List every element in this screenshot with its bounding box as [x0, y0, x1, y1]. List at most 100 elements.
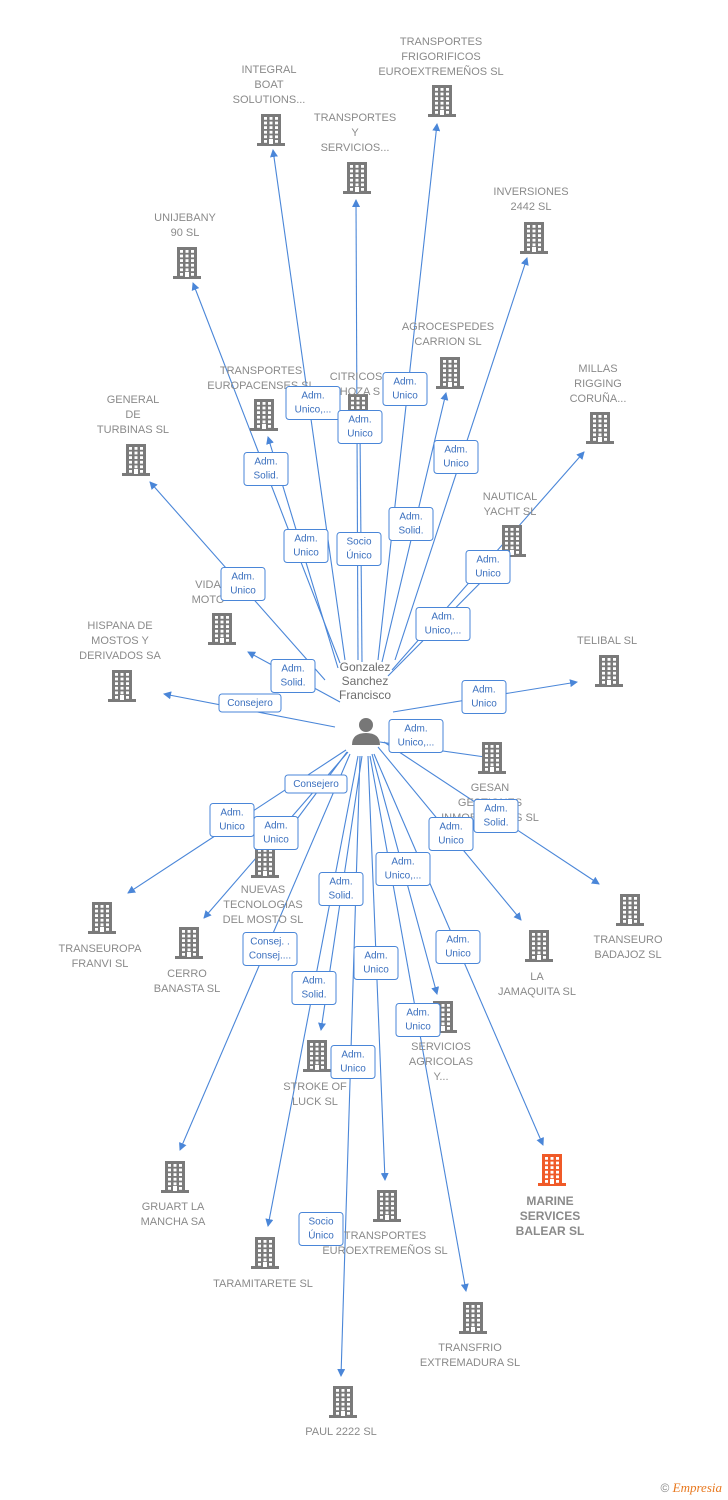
relation-label: Adm. [254, 457, 277, 468]
building-icon-cerro[interactable] [175, 927, 203, 959]
relation-badge[interactable]: Adm.Unico,... [285, 386, 341, 420]
relation-badge[interactable]: Adm.Unico,... [375, 852, 431, 886]
building-icon-transeuro[interactable] [616, 894, 644, 926]
relation-label: Unico,... [425, 626, 462, 637]
relation-label: Adm. [472, 685, 495, 696]
relation-badge[interactable]: Adm.Unico [465, 550, 511, 584]
building-icon-nautical[interactable] [498, 525, 526, 557]
building-icon-integral[interactable] [257, 114, 285, 146]
building-icon-paul[interactable] [329, 1386, 357, 1418]
company-label-telibal[interactable]: TELIBAL SL [577, 635, 637, 647]
building-icon-general[interactable] [122, 444, 150, 476]
building-icon-gesan[interactable] [478, 742, 506, 774]
relation-label: Adm. [484, 804, 507, 815]
relation-label: Unico [219, 822, 245, 833]
building-icon-jamaquita[interactable] [525, 930, 553, 962]
building-icon-taramitarete[interactable] [251, 1237, 279, 1269]
relation-badge[interactable]: Adm. Unico [209, 803, 255, 837]
relation-label: Adm. [348, 415, 371, 426]
relation-label: Unico [471, 699, 497, 710]
relation-badge[interactable]: Adm.Unico,... [388, 719, 444, 753]
building-icon-tfrigo[interactable] [428, 85, 456, 117]
relation-badge[interactable]: Adm.Solid. [291, 971, 337, 1005]
relation-label: Adm. [439, 822, 462, 833]
building-icon-millas[interactable] [586, 412, 614, 444]
building-icon-vida[interactable] [208, 613, 236, 645]
relation-label: Adm. [399, 512, 422, 523]
relation-badge[interactable]: Consej. .Consej.... [242, 932, 298, 966]
building-icon-teuropacenses[interactable] [250, 399, 278, 431]
relation-badge[interactable]: Consejero [284, 774, 348, 794]
relation-label: Adm. [220, 808, 243, 819]
relation-label: Unico [363, 965, 389, 976]
building-icon-gruart[interactable] [161, 1161, 189, 1193]
building-icon-telibal[interactable] [595, 655, 623, 687]
relation-badge[interactable]: Adm. Solid. [388, 507, 434, 541]
relation-badge[interactable]: Adm. Unico [382, 372, 428, 406]
relation-badge[interactable]: Adm.Unico [330, 1045, 376, 1079]
building-icon-marine[interactable] [538, 1154, 566, 1186]
relation-badge[interactable]: Adm.Solid. [243, 452, 289, 486]
building-icon-stroke[interactable] [303, 1040, 331, 1072]
relation-badge[interactable]: Adm. Unico [337, 410, 383, 444]
relation-badge[interactable]: Adm.Solid. [270, 659, 316, 693]
relation-label: Unico [347, 429, 373, 440]
relation-label: Adm. [231, 572, 254, 583]
relation-badge[interactable]: Adm.Unico [253, 816, 299, 850]
building-icon-transeuropa[interactable] [88, 902, 116, 934]
relation-label: Solid. [398, 526, 423, 537]
relation-badge[interactable]: Adm.Solid. [318, 872, 364, 906]
company-label-paul[interactable]: PAUL 2222 SL [305, 1426, 377, 1438]
relation-badge[interactable]: Adm.Solid. [473, 799, 519, 833]
relation-badge[interactable]: Adm.Unico [283, 529, 329, 563]
building-icon-tys[interactable] [343, 162, 371, 194]
relation-badge[interactable]: Adm.Unico [435, 930, 481, 964]
relation-label: Unico [392, 391, 418, 402]
relation-badge[interactable]: Adm.Unico,... [415, 607, 471, 641]
building-icon-transfrio[interactable] [459, 1302, 487, 1334]
building-icon-inversiones[interactable] [520, 222, 548, 254]
relation-badge[interactable]: Adm.Unico [433, 440, 479, 474]
building-icon-teuroextremenos[interactable] [373, 1190, 401, 1222]
relation-badge[interactable]: Consejero [218, 693, 282, 713]
relation-badge[interactable]: Adm. Unico [461, 680, 507, 714]
relation-badge[interactable]: Adm.Unico [353, 946, 399, 980]
company-label-taramitarete[interactable]: TARAMITARETE SL [213, 1278, 313, 1290]
building-icon-unijebany[interactable] [173, 247, 201, 279]
relation-label: Adm. [393, 377, 416, 388]
relation-badge[interactable]: Adm.Unico [395, 1003, 441, 1037]
relation-badge[interactable]: Adm.Unico [428, 817, 474, 851]
building-icon-nuevas[interactable] [251, 846, 279, 878]
building-icon-agrocespedes[interactable] [436, 357, 464, 389]
building-icon-hispana[interactable] [108, 670, 136, 702]
person-icon [352, 718, 380, 745]
relation-badge[interactable]: Adm.Unico [220, 567, 266, 601]
